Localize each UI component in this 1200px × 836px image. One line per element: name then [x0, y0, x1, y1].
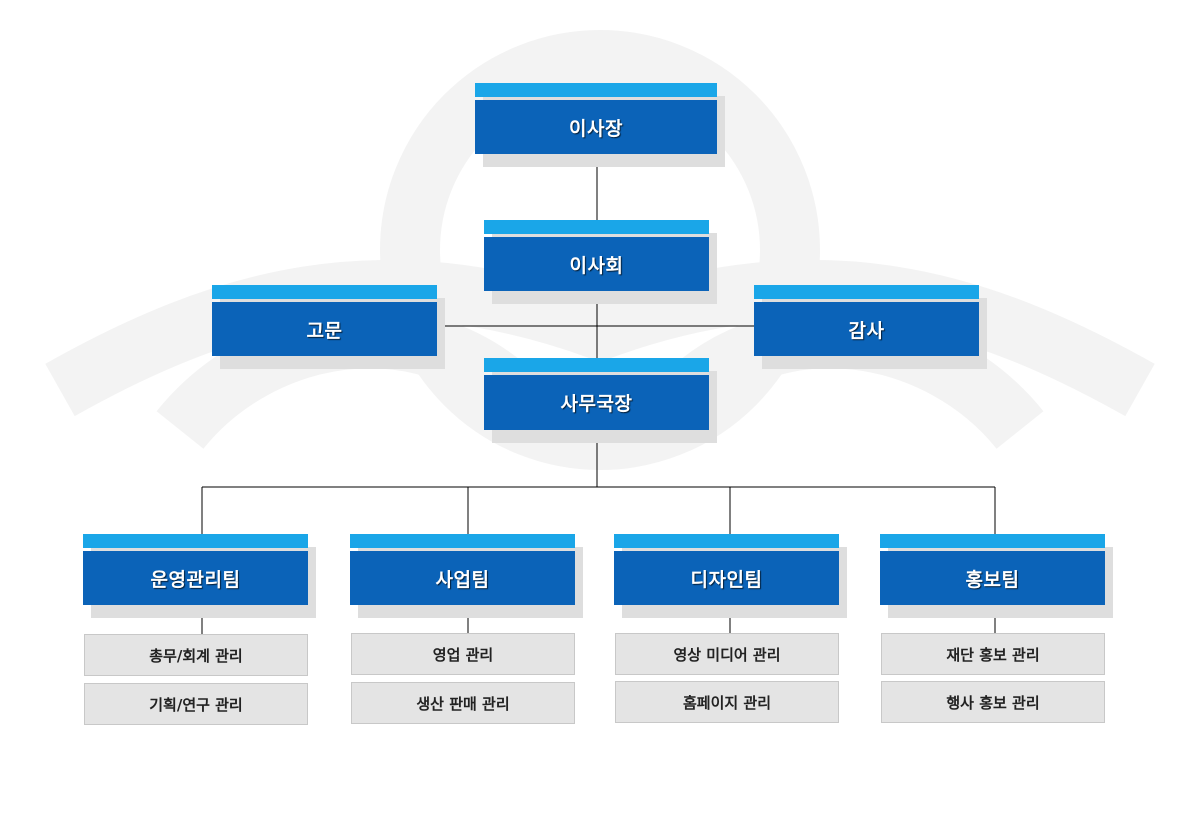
advisor-node: 고문	[212, 285, 445, 369]
task-label: 영상 미디어 관리	[673, 645, 781, 664]
team-label: 디자인팀	[690, 568, 763, 591]
task-label: 기획/연구 관리	[149, 695, 243, 714]
task-box: 행사 홍보 관리	[881, 681, 1105, 723]
team-node-operations: 운영관리팀	[83, 534, 316, 618]
task-label: 재단 홍보 관리	[946, 645, 1040, 664]
team-label: 홍보팀	[965, 568, 1020, 591]
task-box: 영상 미디어 관리	[615, 633, 839, 675]
task-label: 행사 홍보 관리	[946, 693, 1040, 712]
auditor-label: 감사	[848, 319, 885, 342]
board-label: 이사회	[569, 254, 624, 277]
auditor-node: 감사	[754, 285, 987, 369]
task-box: 홈페이지 관리	[615, 681, 839, 723]
task-box: 기획/연구 관리	[84, 683, 308, 725]
chairman-label: 이사장	[569, 117, 623, 140]
secretary-general-node: 사무국장	[484, 358, 717, 443]
task-box: 영업 관리	[351, 633, 575, 675]
advisor-label: 고문	[306, 319, 343, 342]
task-label: 총무/회계 관리	[149, 646, 243, 665]
task-box: 총무/회계 관리	[84, 634, 308, 676]
team-label: 사업팀	[435, 568, 490, 591]
team-label: 운영관리팀	[150, 568, 241, 591]
task-label: 생산 판매 관리	[416, 694, 510, 713]
task-label: 영업 관리	[432, 645, 494, 664]
team-node-business: 사업팀	[350, 534, 583, 618]
team-node-promotion: 홍보팀	[880, 534, 1113, 618]
task-label: 홈페이지 관리	[682, 693, 772, 712]
secretary-general-label: 사무국장	[560, 393, 633, 415]
task-box: 재단 홍보 관리	[881, 633, 1105, 675]
team-node-design: 디자인팀	[614, 534, 847, 618]
chairman-node: 이사장	[475, 83, 725, 167]
board-node: 이사회	[484, 220, 717, 304]
task-box: 생산 판매 관리	[351, 682, 575, 724]
